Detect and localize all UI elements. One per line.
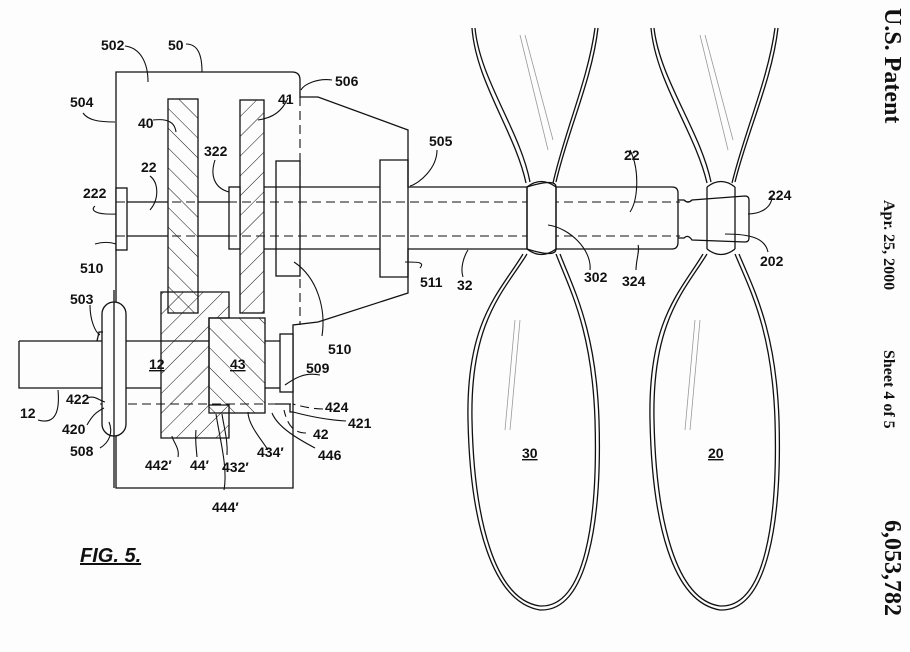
ref-41: 41 — [278, 91, 294, 107]
propeller-hub-202 — [706, 180, 736, 256]
ref-446: 446 — [318, 447, 342, 463]
ref-12: 12 — [20, 405, 36, 421]
ref-12-underlined: 12 — [149, 356, 165, 372]
ref-434-prime: 434′ — [257, 444, 284, 460]
ref-302: 302 — [584, 269, 608, 285]
ref-508: 508 — [70, 443, 94, 459]
ref-42: 42 — [313, 426, 329, 442]
ref-442-prime: 442′ — [145, 457, 172, 473]
inner-shaft-end-224 — [678, 195, 750, 243]
gear-41 — [239, 99, 265, 314]
propeller-20: 20 — [649, 27, 781, 611]
hub-322 — [228, 186, 241, 250]
ref-510-right: 510 — [328, 341, 352, 357]
ref-222: 222 — [83, 185, 107, 201]
ref-504: 504 — [70, 94, 94, 110]
patent-header-sheet: Sheet 4 of 5 — [880, 350, 897, 429]
ref-422: 422 — [66, 391, 90, 407]
propeller-30: 30 — [467, 27, 601, 611]
ref-32: 32 — [457, 277, 473, 293]
flange-510 — [275, 160, 301, 277]
ref-421: 421 — [348, 415, 372, 431]
gear-43 — [208, 317, 266, 414]
ref-503: 503 — [70, 291, 94, 307]
shaft-seal-508 — [96, 290, 127, 488]
patent-header-title: U.S. Patent — [879, 8, 905, 124]
patent-header-number: 6,053,782 — [879, 520, 905, 616]
ref-511: 511 — [420, 274, 443, 290]
left-bearing — [115, 187, 128, 251]
ref-432-prime: 432′ — [222, 459, 249, 475]
ref-420: 420 — [62, 421, 86, 437]
ref-444-prime: 444′ — [212, 499, 239, 515]
ref-22-right: 22 — [624, 147, 640, 163]
ref-505: 505 — [429, 133, 453, 149]
ref-22-upper: 22 — [141, 159, 157, 175]
figure-label: FIG. 5. — [80, 545, 142, 567]
ref-20: 20 — [708, 445, 724, 461]
ref-510-left: 510 — [80, 260, 104, 276]
ref-50: 50 — [168, 37, 184, 53]
bearing-509 — [279, 333, 294, 393]
gear-40 — [167, 98, 199, 314]
inner-shaft-22 — [116, 201, 680, 237]
ref-43: 43 — [230, 356, 246, 372]
outer-shaft-32 — [264, 159, 679, 278]
ref-324: 324 — [622, 273, 646, 289]
leader-lines — [37, 43, 773, 491]
propeller-hub-302 — [526, 180, 557, 256]
patent-header-date: Apr. 25, 2000 — [880, 200, 897, 291]
ref-502: 502 — [101, 37, 125, 53]
ref-40: 40 — [138, 115, 154, 131]
ref-322: 322 — [204, 143, 228, 159]
ref-30: 30 — [522, 445, 538, 461]
reference-labels: 502 50 506 504 40 41 322 22 222 505 510 … — [20, 37, 792, 515]
ref-509: 509 — [306, 360, 330, 376]
ref-224: 224 — [768, 187, 792, 203]
ref-202: 202 — [760, 253, 784, 269]
ref-424: 424 — [325, 399, 349, 415]
ref-506: 506 — [335, 73, 359, 89]
bearing-42 — [275, 403, 293, 413]
ref-44-prime: 44′ — [190, 457, 210, 473]
